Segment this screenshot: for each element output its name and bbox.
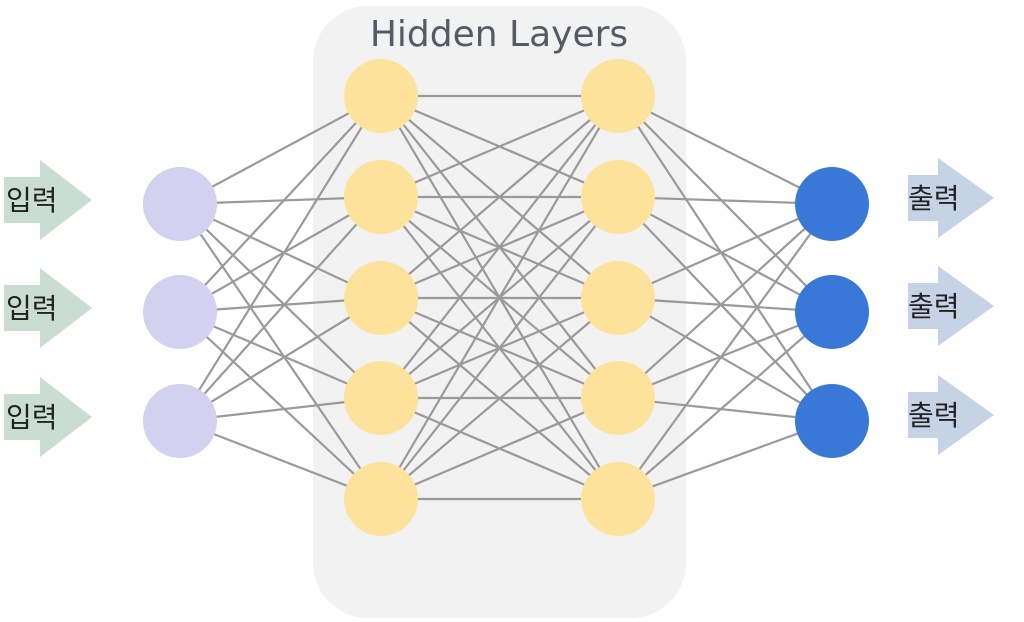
- input-node: [143, 275, 217, 349]
- input-arrow: [4, 160, 92, 240]
- nodes: [143, 59, 869, 536]
- connection-edge: [179, 311, 382, 500]
- connection-edge: [617, 310, 833, 400]
- connection-edge: [179, 203, 382, 399]
- hidden-node: [344, 160, 418, 234]
- connection-edge: [617, 203, 833, 399]
- hidden-node: [581, 59, 655, 133]
- input-label: 입력: [6, 401, 58, 434]
- hidden-node: [344, 261, 418, 335]
- output-arrow: [908, 158, 994, 238]
- connection-edge: [179, 95, 382, 422]
- connection-edge: [617, 196, 833, 313]
- hidden-node: [344, 361, 418, 435]
- connection-edge: [617, 196, 833, 422]
- connection-edge: [617, 95, 833, 205]
- connection-edge: [179, 203, 382, 500]
- input-label: 입력: [6, 184, 58, 217]
- connection-edge: [380, 95, 619, 399]
- input-label: 입력: [6, 292, 58, 325]
- connection-edge: [179, 196, 382, 422]
- output-label: 출력: [908, 399, 960, 432]
- connection-edge: [380, 95, 619, 500]
- connections: [179, 94, 833, 501]
- connection-edge: [179, 95, 382, 205]
- connection-edge: [617, 203, 833, 500]
- input-arrow: [4, 268, 92, 348]
- hidden-node: [581, 361, 655, 435]
- connection-edge: [179, 95, 382, 313]
- hidden-layers-title: Hidden Layers: [370, 14, 628, 55]
- connection-edge: [617, 297, 833, 422]
- connection-edge: [380, 396, 619, 501]
- hidden-layers-panel: [313, 6, 686, 618]
- output-label: 출력: [908, 182, 960, 215]
- output-arrow: [908, 375, 994, 455]
- connection-edge: [617, 95, 833, 313]
- hidden-node: [581, 462, 655, 536]
- connection-edge: [617, 95, 833, 422]
- output-node: [795, 167, 869, 241]
- connection-edge: [380, 95, 619, 299]
- connection-edge: [179, 297, 382, 422]
- hidden-node: [344, 59, 418, 133]
- hidden-node: [581, 261, 655, 335]
- connection-edge: [617, 202, 833, 300]
- input-node: [143, 384, 217, 458]
- connection-edge: [380, 297, 619, 500]
- output-node: [795, 384, 869, 458]
- connection-edge: [617, 311, 833, 500]
- connection-edge: [380, 196, 619, 500]
- connection-edge: [617, 419, 833, 501]
- connection-edge: [179, 196, 382, 313]
- output-arrow: [908, 266, 994, 346]
- output-label: 출력: [908, 290, 960, 323]
- output-node: [795, 275, 869, 349]
- input-node: [143, 167, 217, 241]
- input-arrow: [4, 377, 92, 457]
- hidden-node: [344, 462, 418, 536]
- connection-edge: [380, 94, 619, 199]
- hidden-node: [581, 160, 655, 234]
